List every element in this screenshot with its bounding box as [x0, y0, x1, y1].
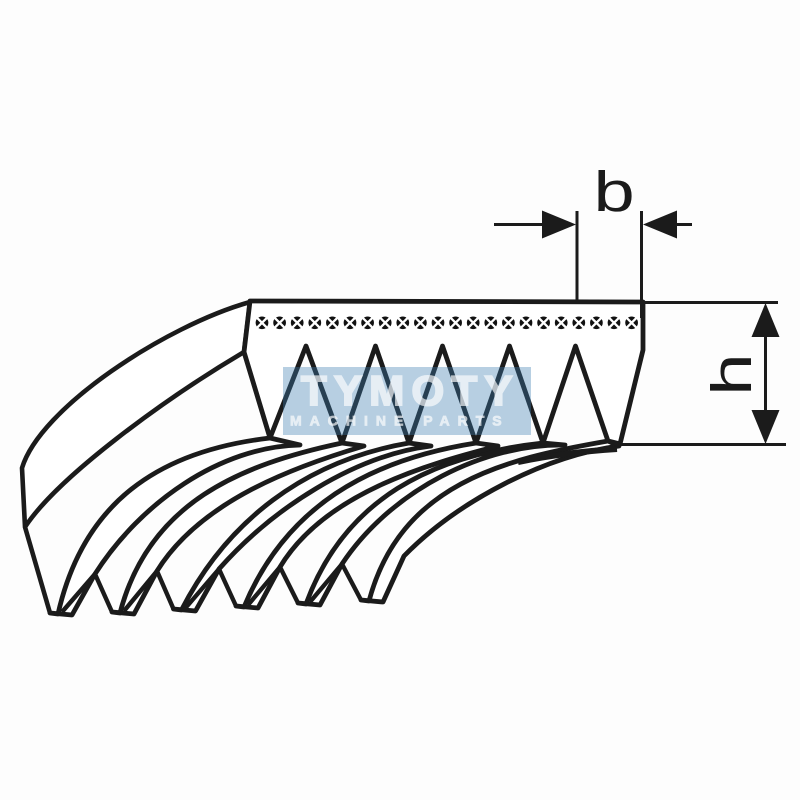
svg-text:MACHINE PARTS: MACHINE PARTS: [290, 413, 510, 429]
svg-text:h: h: [700, 353, 763, 396]
svg-text:b: b: [594, 160, 635, 224]
svg-text:TYMOTY: TYMOTY: [301, 367, 520, 414]
